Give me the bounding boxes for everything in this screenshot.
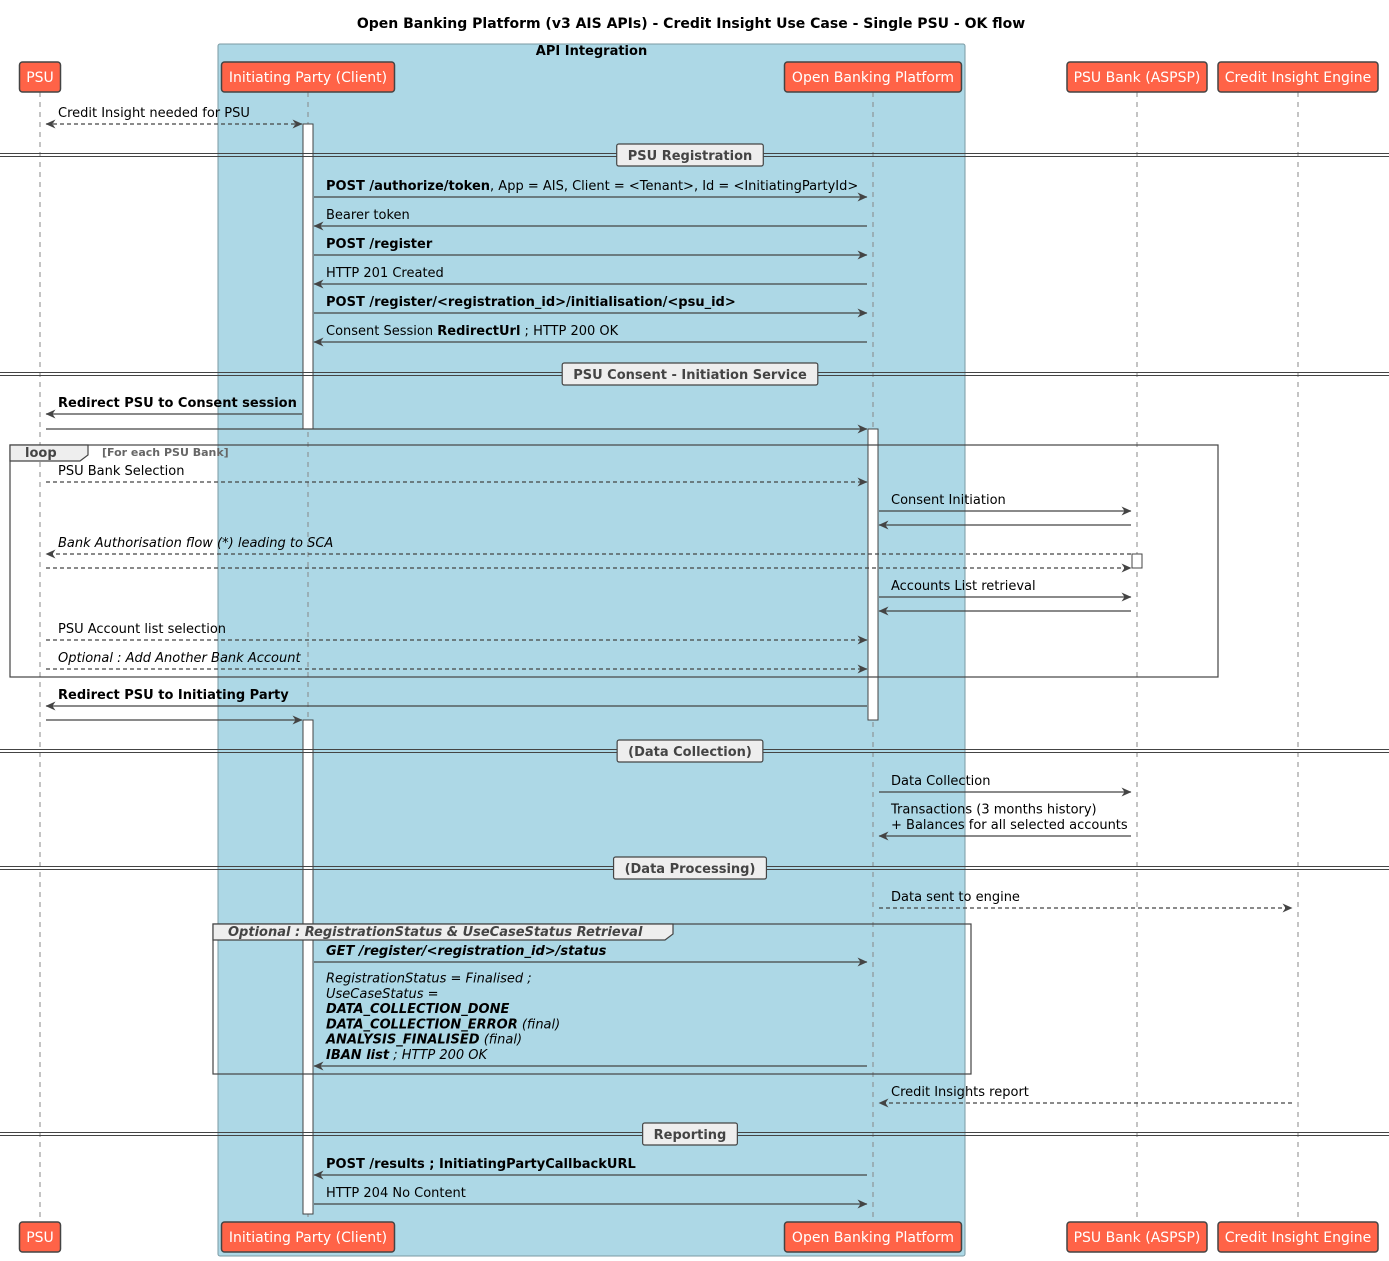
divider-label-box-4 [642, 1122, 738, 1146]
group-tab-0 [9, 444, 89, 462]
participant-label-cie-top: Credit Insight Engine [1225, 70, 1371, 86]
message-label-10-0: Consent Initiation [891, 493, 1006, 508]
message-label-6-0: Consent Session RedirectUrl ; HTTP 200 O… [326, 324, 619, 339]
diagram-title: Open Banking Platform (v3 AIS APIs) - Cr… [357, 16, 1025, 32]
participant-label-psu-top: PSU [26, 70, 54, 86]
participant-box-cie-top [1217, 61, 1379, 93]
group-condition-1: Optional : RegistrationStatus & UseCaseS… [228, 925, 643, 940]
activation-bar-3 [302, 719, 314, 1215]
divider-label-box-0 [616, 143, 764, 167]
participant-box-bank-bottom [1066, 1221, 1208, 1253]
message-label-9-0: PSU Bank Selection [58, 464, 184, 479]
message-label-4-0: HTTP 201 Created [326, 266, 444, 281]
participant-box-obp-top [783, 61, 963, 93]
api-integration-box [217, 43, 966, 1257]
message-label-21-1: + Balances for all selected accounts [891, 818, 1128, 833]
divider-label-3: (Data Processing) [625, 862, 756, 877]
participant-label-ip-top: Initiating Party (Client) [229, 70, 387, 86]
activation-bar-2 [1131, 553, 1143, 569]
participant-label-obp-top: Open Banking Platform [792, 70, 954, 86]
group-keyword-0: loop [25, 446, 57, 461]
message-label-25-0: Credit Insights report [891, 1085, 1029, 1100]
message-label-14-0: Accounts List retrieval [891, 579, 1036, 594]
message-label-18-0: Redirect PSU to Initiating Party [58, 688, 289, 703]
divider-label-box-3 [612, 856, 768, 880]
message-label-26-0: POST /results ; InitiatingPartyCallbackU… [326, 1157, 636, 1172]
message-label-27-0: HTTP 204 No Content [326, 1186, 466, 1201]
participant-label-bank-bottom: PSU Bank (ASPSP) [1074, 1230, 1201, 1246]
activation-bar-1 [867, 428, 879, 721]
participant-label-psu-bottom: PSU [26, 1230, 54, 1246]
message-label-24-0: RegistrationStatus = Finalised ; [326, 972, 532, 987]
message-label-5-0: POST /register/<registration_id>/initial… [326, 295, 736, 310]
activation-bar-0 [302, 123, 314, 430]
message-label-20-0: Data Collection [891, 774, 990, 789]
participant-box-obp-bottom [783, 1221, 963, 1253]
divider-label-box-1 [561, 362, 819, 386]
message-label-24-2: DATA_COLLECTION_DONE [326, 1002, 509, 1017]
participant-box-bank-top [1066, 61, 1208, 93]
participant-box-psu-bottom [18, 1221, 62, 1253]
message-label-24-3: DATA_COLLECTION_ERROR (final) [326, 1017, 560, 1032]
participant-label-obp-bottom: Open Banking Platform [792, 1230, 954, 1246]
participant-box-ip-bottom [220, 1221, 396, 1253]
message-label-1-0: POST /authorize/token, App = AIS, Client… [326, 179, 858, 194]
message-label-0-0: Credit Insight needed for PSU [58, 106, 250, 121]
divider-label-2: (Data Collection) [628, 745, 752, 760]
message-label-2-0: Bearer token [326, 208, 410, 223]
message-label-24-5: IBAN list ; HTTP 200 OK [326, 1048, 489, 1063]
message-label-17-0: Optional : Add Another Bank Account [58, 651, 301, 666]
divider-label-1: PSU Consent - Initiation Service [573, 368, 807, 383]
divider-label-0: PSU Registration [628, 149, 753, 164]
participant-label-cie-bottom: Credit Insight Engine [1225, 1230, 1371, 1246]
message-label-7-0: Redirect PSU to Consent session [58, 396, 297, 411]
message-label-21-0: Transactions (3 months history) [890, 803, 1097, 818]
message-label-24-4: ANALYSIS_FINALISED (final) [325, 1033, 522, 1048]
group-tab-1 [212, 923, 674, 941]
participant-box-psu-top [18, 61, 62, 93]
message-label-16-0: PSU Account list selection [58, 622, 226, 637]
divider-label-box-2 [616, 739, 764, 763]
api-integration-box-label: API Integration [536, 44, 647, 59]
participant-box-ip-top [220, 61, 396, 93]
participant-box-cie-bottom [1217, 1221, 1379, 1253]
group-condition-0: [For each PSU Bank] [102, 446, 229, 459]
group-frame-0 [9, 444, 1219, 678]
message-label-24-1: UseCaseStatus = [326, 987, 439, 1002]
message-label-23-0: GET /register/<registration_id>/status [326, 944, 607, 959]
participant-label-ip-bottom: Initiating Party (Client) [229, 1230, 387, 1246]
message-label-22-0: Data sent to engine [891, 890, 1020, 905]
participant-label-bank-top: PSU Bank (ASPSP) [1074, 70, 1201, 86]
divider-label-4: Reporting [654, 1128, 727, 1143]
message-label-3-0: POST /register [326, 237, 433, 252]
message-label-12-0: Bank Authorisation flow (*) leading to S… [58, 536, 333, 551]
